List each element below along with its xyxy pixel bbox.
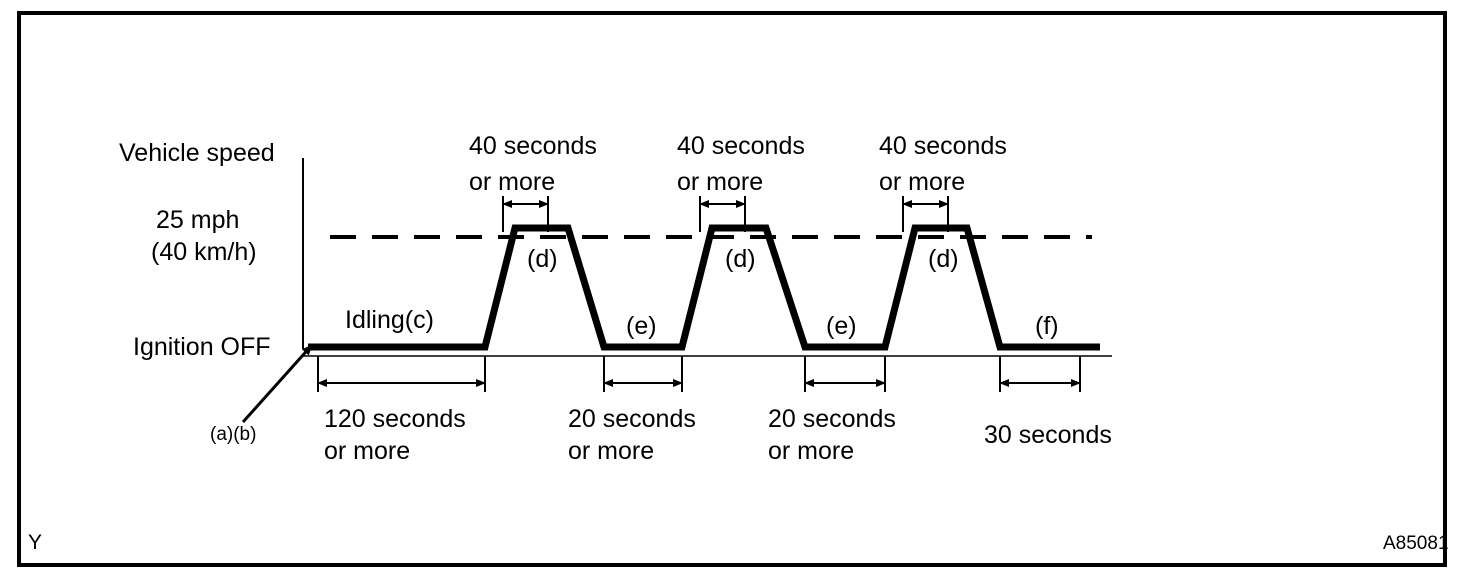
top-dimension-3-line2: or more [879,168,966,196]
step-label-d-1: (d) [527,245,558,273]
bottom-dimension-1-line1: 120 seconds [324,405,466,433]
top-dimension-1-line2: or more [469,168,556,196]
baseline-label-ignition-off: Ignition OFF [133,333,271,361]
top-dimension-2 [699,196,746,232]
top-dimension-1-line1: 40 seconds [469,132,597,160]
start-note-ab: (a)(b) [210,424,257,445]
top-dimension-3-line1: 40 seconds [879,132,1007,160]
step-label-d-3: (d) [928,245,959,273]
figure-border [17,11,1447,567]
bottom-dimension-3 [804,356,886,392]
step-label-f: (f) [1035,312,1059,340]
bottom-dimension-3-line2: or more [768,437,855,465]
top-dimension-2-line2: or more [677,168,764,196]
idling-label: Idling(c) [345,306,434,334]
bottom-dimension-2-line1: 20 seconds [568,405,696,433]
bottom-dimension-3-line1: 20 seconds [768,405,896,433]
threshold-value-kmh: (40 km/h) [151,238,257,266]
bottom-dimension-1 [317,356,486,392]
bottom-dimension-4 [999,356,1081,392]
top-dimension-1 [502,196,549,232]
step-label-d-2: (d) [725,245,756,273]
start-point-leader-line [241,343,314,424]
threshold-value-mph: 25 mph [156,206,240,234]
bottom-dimension-2-line2: or more [568,437,655,465]
bottom-dimension-4-line1: 30 seconds [984,421,1112,449]
step-label-e-2: (e) [826,312,857,340]
top-dimension-2-line1: 40 seconds [677,132,805,160]
step-label-e-1: (e) [626,312,657,340]
corner-label-figure-id: A85081 [1383,533,1449,554]
corner-label-left: Y [28,531,43,554]
top-dimension-3 [902,196,949,232]
bottom-dimension-1-line2: or more [324,437,411,465]
bottom-dimension-2 [603,356,683,392]
y-axis-title: Vehicle speed [119,139,275,167]
vehicle-speed-waveform [308,224,1100,351]
